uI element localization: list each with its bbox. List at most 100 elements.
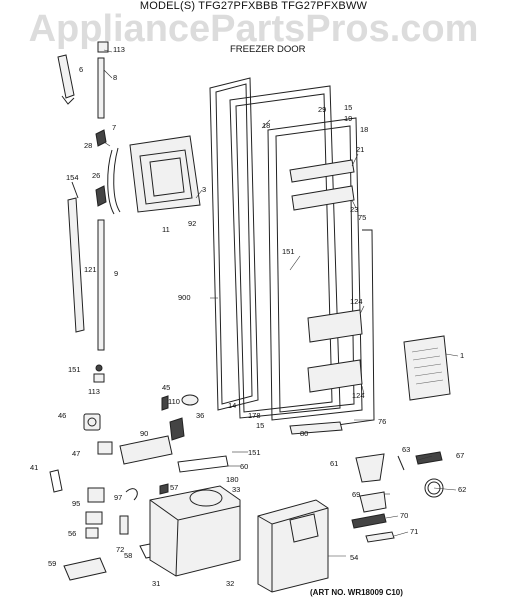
leader-lines [103,49,459,557]
part-56[interactable] [85,511,103,539]
callout-154: 154 [66,173,79,182]
part-110[interactable] [181,394,199,406]
callout-92: 92 [188,219,196,228]
callout-76: 76 [378,417,386,426]
part-62[interactable] [424,478,444,498]
callout-124: 124 [350,297,363,306]
callout-178: 178 [248,411,261,420]
callout-180: 180 [226,475,239,484]
callout-18b: 18 [360,125,368,134]
callout-56: 56 [68,529,76,538]
callout-124b: 124 [352,391,365,400]
callout-11: 11 [162,225,170,234]
callout-72: 72 [116,545,124,554]
part-31-32-housing[interactable] [149,485,241,577]
callout-6: 6 [79,65,83,74]
part-75-tube[interactable] [329,229,375,427]
part-54-bucket[interactable] [257,499,329,593]
callout-33: 33 [232,485,240,494]
part-9[interactable] [97,219,105,351]
callout-95: 95 [72,499,80,508]
part-60[interactable] [177,455,229,473]
part-121[interactable] [67,197,85,333]
callout-54: 54 [350,553,358,562]
callout-151c: 151 [248,448,261,457]
callout-8: 8 [113,73,117,82]
part-113-top[interactable] [97,41,109,53]
door-liner[interactable] [267,117,363,421]
part-71[interactable] [365,531,395,543]
part-97[interactable] [125,488,138,501]
callout-900: 900 [178,293,191,302]
callout-labels: 113 6 8 28 7 154 26 11 3 92 121 9 900 29… [30,45,466,588]
door-gasket[interactable] [229,85,341,419]
callout-113: 113 [113,45,125,54]
model-line: MODEL(S) TFG27PFXBBB TFG27PFXBWW [139,0,368,12]
part-6[interactable] [57,54,75,105]
part-47[interactable] [97,441,113,455]
callout-80: 80 [300,429,308,438]
callout-113b: 113 [88,387,100,396]
callout-63: 63 [402,445,410,454]
callout-3: 3 [202,185,206,194]
callout-36: 36 [196,411,204,420]
part-80[interactable] [289,421,343,435]
callout-71: 71 [410,527,418,536]
callout-15: 15 [344,103,352,112]
callout-60: 60 [240,462,248,471]
callout-21: 21 [356,145,364,154]
part-28[interactable] [95,129,107,147]
callout-97: 97 [114,493,122,502]
callout-90: 90 [140,429,148,438]
callout-121: 121 [84,265,97,274]
part-36[interactable] [169,417,185,441]
callout-58: 58 [124,551,132,560]
part-11[interactable] [129,135,201,213]
part-7[interactable] [107,147,121,215]
callout-1: 1 [460,351,464,360]
part-63[interactable] [397,455,405,471]
callout-151b: 151 [68,365,81,374]
callout-57: 57 [170,483,178,492]
callout-47: 47 [72,449,80,458]
callout-62: 62 [458,485,466,494]
callout-151: 151 [282,247,295,256]
art-number: (ART NO. WR18009 C10) [310,588,403,597]
part-1-label[interactable] [403,335,451,401]
callout-15b: 15 [256,421,264,430]
part-90[interactable] [119,435,173,465]
callout-9: 9 [114,269,118,278]
part-72[interactable] [119,515,129,535]
part-26[interactable] [95,185,107,207]
callout-7: 7 [112,123,116,132]
part-41[interactable] [49,469,63,493]
part-154[interactable] [71,181,79,199]
callout-75: 75 [358,213,366,222]
callout-61: 61 [330,459,338,468]
callout-59: 59 [48,559,56,568]
part-95[interactable] [87,487,105,503]
part-900-door-panel[interactable] [209,77,259,411]
part-61[interactable] [355,453,385,483]
callout-32: 32 [226,579,234,588]
part-70[interactable] [351,513,387,529]
section-title: FREEZER DOOR [230,44,306,55]
callout-31: 31 [152,579,160,588]
part-113-bottom[interactable] [93,373,105,383]
callout-26: 26 [92,171,100,180]
callout-46: 46 [58,411,66,420]
part-69[interactable] [359,491,387,513]
part-151-left[interactable] [95,364,103,372]
callout-41: 41 [30,463,38,472]
part-59[interactable] [63,557,107,581]
callout-29: 29 [318,105,326,114]
part-46[interactable] [83,413,101,431]
part-67[interactable] [415,451,443,465]
part-57[interactable] [159,483,169,495]
part-45[interactable] [161,395,169,411]
callout-110: 110 [168,397,180,406]
part-8[interactable] [97,57,105,119]
callout-67: 67 [456,451,464,460]
